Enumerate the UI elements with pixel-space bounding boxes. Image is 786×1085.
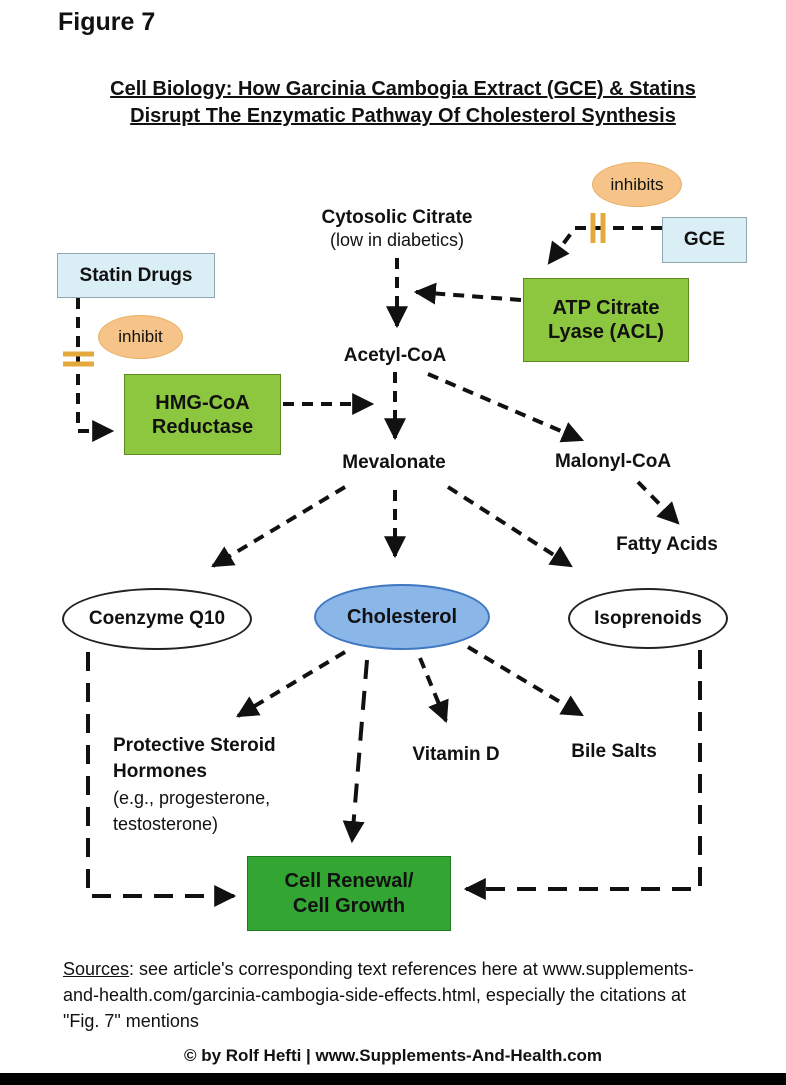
- protective-line2: Hormones: [113, 761, 207, 782]
- arrow-cholesterol-to-vitamind: [418, 657, 449, 724]
- arrow-isoprenoids-to-cellrenewal: [463, 650, 702, 900]
- isoprenoids-ellipse: Isoprenoids: [568, 588, 728, 649]
- arrow-cholesterol-to-steroids: [236, 650, 347, 718]
- figure-label: Figure 7: [58, 8, 156, 36]
- isoprenoids-label: Isoprenoids: [594, 607, 702, 629]
- sources-word: Sources: [63, 959, 130, 979]
- gce-label: GCE: [683, 229, 726, 250]
- atp-citrate-lyase-line2: Lyase (ACL): [548, 321, 664, 343]
- arrow-malonyl-to-fattyacids: [636, 480, 680, 525]
- sources-line3: "Fig. 7" mentions: [63, 1011, 199, 1031]
- inhibits-ellipse: inhibits: [592, 162, 682, 207]
- sources-line1: Sources: see article's corresponding tex…: [63, 956, 694, 982]
- sources-line2: and-health.com/garcinia-cambogia-side-ef…: [63, 985, 686, 1005]
- cell-renewal-box: Cell Renewal/ Cell Growth: [247, 856, 451, 931]
- sources-note: Sources: see article's corresponding tex…: [63, 956, 694, 1034]
- arrow-cholesterol-to-cellrenewal: [342, 659, 369, 844]
- cell-renewal-line2: Cell Growth: [292, 894, 406, 917]
- hmg-coa-line1: HMG-CoA: [155, 391, 250, 414]
- diagram-title-line2: Disrupt The Enzymatic Pathway Of Cholest…: [130, 105, 676, 127]
- statin-drugs-label: Statin Drugs: [79, 264, 193, 286]
- inhibit-label: inhibit: [118, 327, 163, 346]
- protective-steroid-hormones-label: Protective Steroid Hormones (e.g., proge…: [113, 733, 276, 837]
- cell-renewal-line1: Cell Renewal/: [284, 869, 414, 892]
- cytosolic-citrate-title: Cytosolic Citrate: [321, 207, 473, 228]
- fatty-acids-label: Fatty Acids: [616, 534, 718, 555]
- arrow-mevalonate-to-isoprenoids: [446, 485, 573, 568]
- cholesterol-ellipse: Cholesterol: [314, 584, 490, 650]
- cytosolic-citrate-subtitle: (low in diabetics): [329, 230, 465, 250]
- arrow-mevalonate-to-coq10: [211, 485, 347, 568]
- vitamin-d-label: Vitamin D: [412, 744, 500, 765]
- sources-line1-rest: : see article's corresponding text refer…: [129, 959, 694, 979]
- atp-citrate-lyase-box: ATP Citrate Lyase (ACL): [523, 278, 689, 362]
- coenzyme-q10-label: Coenzyme Q10: [88, 608, 226, 629]
- arrow-coq10-to-cellrenewal: [86, 652, 237, 907]
- cytosolic-citrate-label: Cytosolic Citrate (low in diabetics): [322, 206, 473, 252]
- diagram-title: Cell Biology: How Garcinia Cambogia Extr…: [50, 76, 756, 130]
- arrow-statin-to-hmg: [76, 298, 115, 442]
- malonyl-coa-label: Malonyl-CoA: [554, 451, 672, 472]
- cholesterol-label: Cholesterol: [346, 605, 458, 628]
- acetyl-coa-label: Acetyl-CoA: [343, 345, 447, 366]
- arrow-gce-to-acl: [547, 226, 662, 265]
- hmg-coa-line2: Reductase: [151, 415, 254, 438]
- arrow-acetyl-to-malonyl: [427, 372, 585, 443]
- atp-citrate-lyase-line1: ATP Citrate: [552, 297, 660, 319]
- protective-line3: (e.g., progesterone,: [113, 788, 271, 808]
- protective-line1: Protective Steroid: [113, 735, 276, 756]
- diagram-title-line1: Cell Biology: How Garcinia Cambogia Extr…: [110, 78, 696, 100]
- bile-salts-label: Bile Salts: [571, 741, 657, 762]
- hmg-coa-reductase-box: HMG-CoA Reductase: [124, 374, 281, 455]
- scan-edge-bar: [0, 1073, 786, 1085]
- mevalonate-label: Mevalonate: [342, 452, 446, 473]
- arrow-acl-to-pathway: [413, 282, 522, 305]
- coenzyme-q10-ellipse: Coenzyme Q10: [62, 588, 252, 650]
- inhibit-ellipse: inhibit: [98, 315, 183, 359]
- copyright-line: © by Rolf Hefti | www.Supplements-And-He…: [183, 1046, 603, 1065]
- statin-drugs-box: Statin Drugs: [57, 253, 215, 298]
- protective-line4: testosterone): [113, 814, 219, 834]
- inhibits-label: inhibits: [610, 174, 664, 194]
- arrow-cholesterol-to-bilesalts: [466, 645, 584, 717]
- gce-box: GCE: [662, 217, 747, 263]
